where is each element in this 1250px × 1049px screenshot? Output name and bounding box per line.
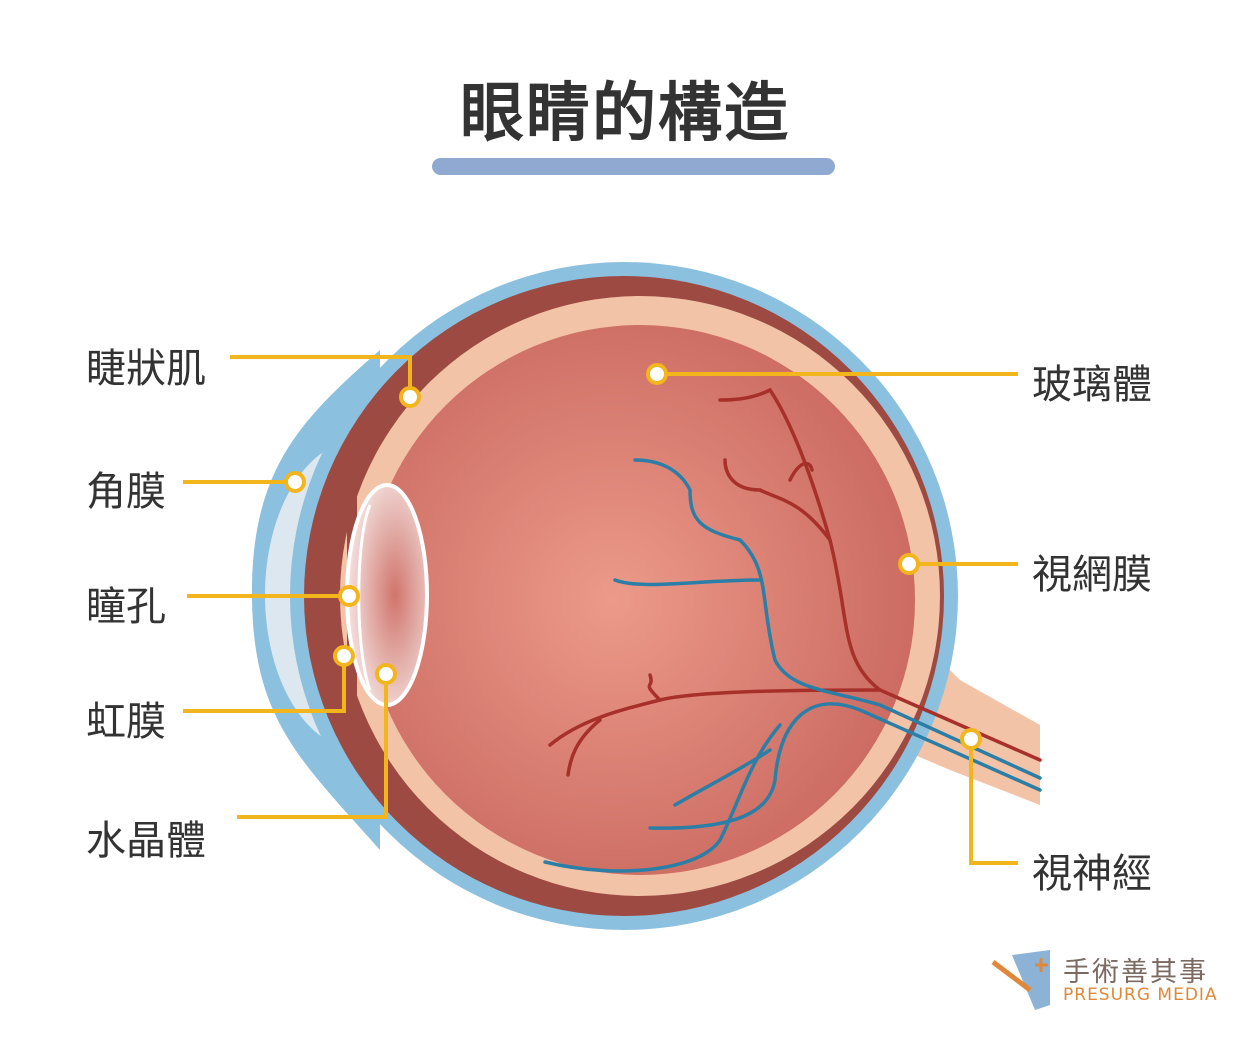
marker-ciliary-muscle — [399, 386, 421, 408]
label-lens: 水晶體 — [86, 818, 206, 864]
marker-cornea — [284, 471, 306, 493]
label-ciliary-muscle: 睫狀肌 — [86, 346, 206, 392]
label-vitreous: 玻璃體 — [1032, 362, 1152, 408]
marker-optic-nerve — [960, 728, 982, 750]
label-pupil: 瞳孔 — [86, 584, 166, 630]
marker-pupil — [338, 585, 360, 607]
artery-branch — [548, 458, 882, 777]
leader-optic-nerve — [969, 739, 1018, 865]
marker-vitreous — [646, 363, 668, 385]
logo-name-cn: 手術善其事 — [1063, 957, 1208, 988]
label-retina: 視網膜 — [1032, 552, 1152, 598]
leader-lens — [237, 674, 388, 819]
leader-ciliary-muscle — [230, 355, 412, 397]
vitreous-body — [365, 325, 915, 875]
logo-name-en: PRESURG MEDIA — [1063, 985, 1218, 1005]
vein-branch — [543, 578, 1042, 873]
marker-retina — [898, 553, 920, 575]
page-title: 眼睛的構造 — [460, 77, 790, 151]
label-optic-nerve: 視神經 — [1032, 851, 1152, 897]
leader-iris — [183, 656, 346, 713]
title-underline — [432, 158, 835, 175]
marker-iris — [333, 645, 355, 667]
marker-lens — [375, 663, 397, 685]
logo-icon — [991, 950, 1050, 1010]
artery-main — [718, 387, 1042, 762]
vein-main — [633, 458, 1042, 780]
label-cornea: 角膜 — [86, 469, 166, 515]
label-iris: 虹膜 — [86, 699, 166, 745]
